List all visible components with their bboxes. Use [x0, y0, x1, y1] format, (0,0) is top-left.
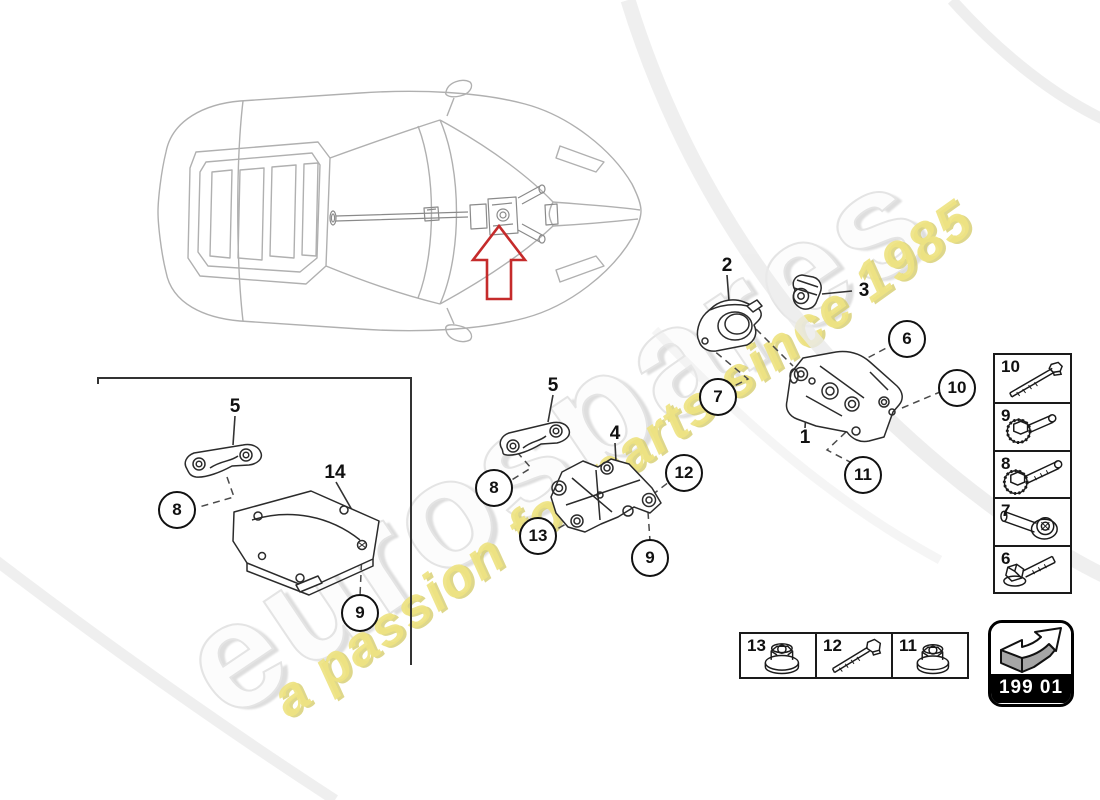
fastener-legend-right: 10 9 8 — [993, 353, 1072, 594]
callout-7[interactable]: 7 — [699, 378, 737, 416]
part-4-drawing[interactable] — [550, 458, 662, 533]
part-label-4: 4 — [609, 423, 621, 444]
fastener-legend-bottom: 13 12 11 — [739, 632, 969, 679]
part-14-drawing[interactable] — [232, 490, 380, 596]
hex-bolt-icon — [831, 638, 882, 674]
flange-nut-icon — [916, 644, 950, 675]
part-label-14: 14 — [324, 462, 346, 483]
part-1-drawing[interactable] — [785, 350, 903, 443]
part-label-1: 1 — [799, 427, 811, 448]
legend-num: 10 — [1001, 357, 1020, 376]
callout-9-left[interactable]: 9 — [341, 594, 379, 632]
legend-cell-10[interactable]: 10 — [995, 355, 1070, 402]
callout-6[interactable]: 6 — [888, 320, 926, 358]
callout-10[interactable]: 10 — [938, 369, 976, 407]
direction-arrow — [470, 223, 528, 301]
badge-arrow-area — [991, 623, 1071, 674]
frame-bracket — [97, 377, 412, 665]
legend-num: 7 — [1001, 501, 1011, 521]
flange-nut-icon — [764, 643, 800, 675]
legend-cell-11[interactable]: 11 — [891, 634, 967, 677]
driveshaft-assembly — [329, 184, 559, 244]
legend-cell-7[interactable]: 7 — [995, 497, 1070, 544]
part-label-5-left: 5 — [229, 396, 241, 417]
part-3-drawing[interactable] — [792, 274, 822, 310]
page-code-badge: 199 01 — [988, 620, 1074, 707]
legend-num: 9 — [1001, 406, 1011, 426]
legend-num: 8 — [1001, 453, 1011, 473]
callout-13[interactable]: 13 — [519, 517, 557, 555]
callout-11[interactable]: 11 — [844, 456, 882, 494]
part-label-5-mid: 5 — [547, 375, 559, 396]
flange-bolt-long-icon — [1002, 459, 1063, 495]
legend-num: 11 — [899, 636, 917, 655]
hex-flange-bolt-icon — [1003, 555, 1056, 587]
legend-num: 13 — [747, 636, 766, 655]
legend-cell-6[interactable]: 6 — [995, 544, 1070, 592]
car-top-view — [157, 79, 642, 343]
callout-8-left[interactable]: 8 — [158, 491, 196, 529]
part-label-2: 2 — [721, 255, 733, 276]
legend-cell-13[interactable]: 13 — [741, 634, 815, 677]
legend-cell-9[interactable]: 9 — [995, 402, 1070, 449]
socket-flange-bolt-icon — [1000, 510, 1058, 540]
long-bolt-icon — [1009, 361, 1063, 398]
part-label-3: 3 — [858, 280, 870, 301]
legend-num: 6 — [1001, 548, 1011, 568]
page-arrow-icon — [1000, 627, 1062, 673]
page-code: 199 01 — [991, 674, 1071, 703]
legend-cell-12[interactable]: 12 — [815, 634, 891, 677]
flange-bolt-short-icon — [1005, 414, 1057, 445]
callout-9-mid[interactable]: 9 — [631, 539, 669, 577]
legend-cell-8[interactable]: 8 — [995, 449, 1070, 497]
legend-num: 12 — [823, 636, 842, 655]
part-2-drawing[interactable] — [696, 299, 763, 352]
part-5-mid-drawing[interactable] — [499, 421, 571, 456]
callout-8-mid[interactable]: 8 — [475, 469, 513, 507]
part-5-left-drawing[interactable] — [184, 443, 263, 478]
callout-12[interactable]: 12 — [665, 454, 703, 492]
